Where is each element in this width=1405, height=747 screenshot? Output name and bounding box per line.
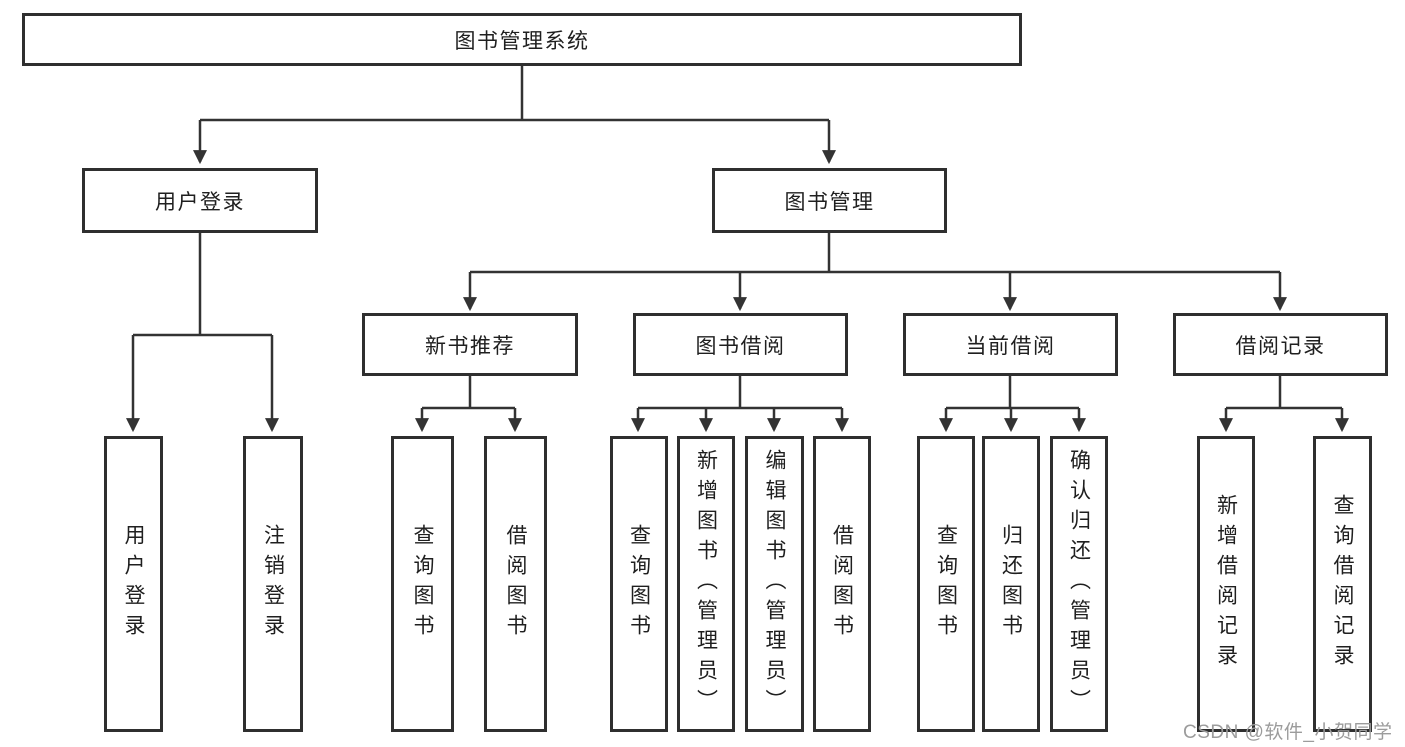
- node-label: 查询图书: [627, 524, 651, 644]
- node-borrow-records: 借阅记录: [1173, 313, 1388, 376]
- node-label: 编辑图书（管理员）: [763, 449, 786, 719]
- leaf-return-book: 归还图书: [982, 436, 1040, 732]
- node-book-management: 图书管理: [712, 168, 947, 233]
- node-label: 用户登录: [155, 190, 245, 214]
- leaf-query-books-1: 查询图书: [391, 436, 454, 732]
- node-label: 查询图书: [934, 524, 958, 644]
- leaf-borrow-books-1: 借阅图书: [484, 436, 547, 732]
- node-label: 归还图书: [999, 524, 1023, 644]
- node-label: 图书管理: [784, 190, 875, 214]
- node-library-management-system: 图书管理系统: [22, 13, 1022, 66]
- leaf-edit-book-admin: 编辑图书（管理员）: [745, 436, 804, 732]
- node-label: 新增借阅记录: [1214, 494, 1238, 674]
- node-book-borrow: 图书借阅: [633, 313, 848, 376]
- connector-skeleton: [133, 66, 1342, 410]
- node-new-book-recommend: 新书推荐: [362, 313, 578, 376]
- node-label: 借阅记录: [1235, 334, 1326, 358]
- node-label: 借阅图书: [504, 524, 527, 644]
- node-label: 确认归还（管理员）: [1067, 449, 1091, 719]
- node-label: 注销登录: [261, 524, 285, 644]
- node-current-borrow: 当前借阅: [903, 313, 1118, 376]
- leaf-confirm-return-admin: 确认归还（管理员）: [1050, 436, 1108, 732]
- node-user-login: 用户登录: [82, 168, 318, 233]
- node-label: 当前借阅: [965, 334, 1056, 358]
- watermark: CSDN @软件_小贺同学: [1183, 722, 1393, 743]
- node-label: 新书推荐: [425, 334, 515, 358]
- leaf-user-login: 用户登录: [104, 436, 163, 732]
- leaf-logout: 注销登录: [243, 436, 303, 732]
- leaf-add-borrow-record: 新增借阅记录: [1197, 436, 1255, 732]
- node-label: 用户登录: [122, 524, 145, 644]
- leaf-add-book-admin: 新增图书（管理员）: [677, 436, 735, 732]
- node-label: 图书借阅: [695, 334, 786, 358]
- node-label: 查询图书: [411, 524, 434, 644]
- node-label: 新增图书（管理员）: [694, 449, 718, 719]
- node-label: 图书管理系统: [454, 29, 590, 53]
- leaf-query-borrow-record: 查询借阅记录: [1313, 436, 1372, 732]
- node-label: 查询借阅记录: [1331, 494, 1354, 674]
- node-label: 借阅图书: [830, 524, 854, 644]
- leaf-query-books-3: 查询图书: [917, 436, 975, 732]
- leaf-borrow-books-2: 借阅图书: [813, 436, 871, 732]
- leaf-query-books-2: 查询图书: [610, 436, 668, 732]
